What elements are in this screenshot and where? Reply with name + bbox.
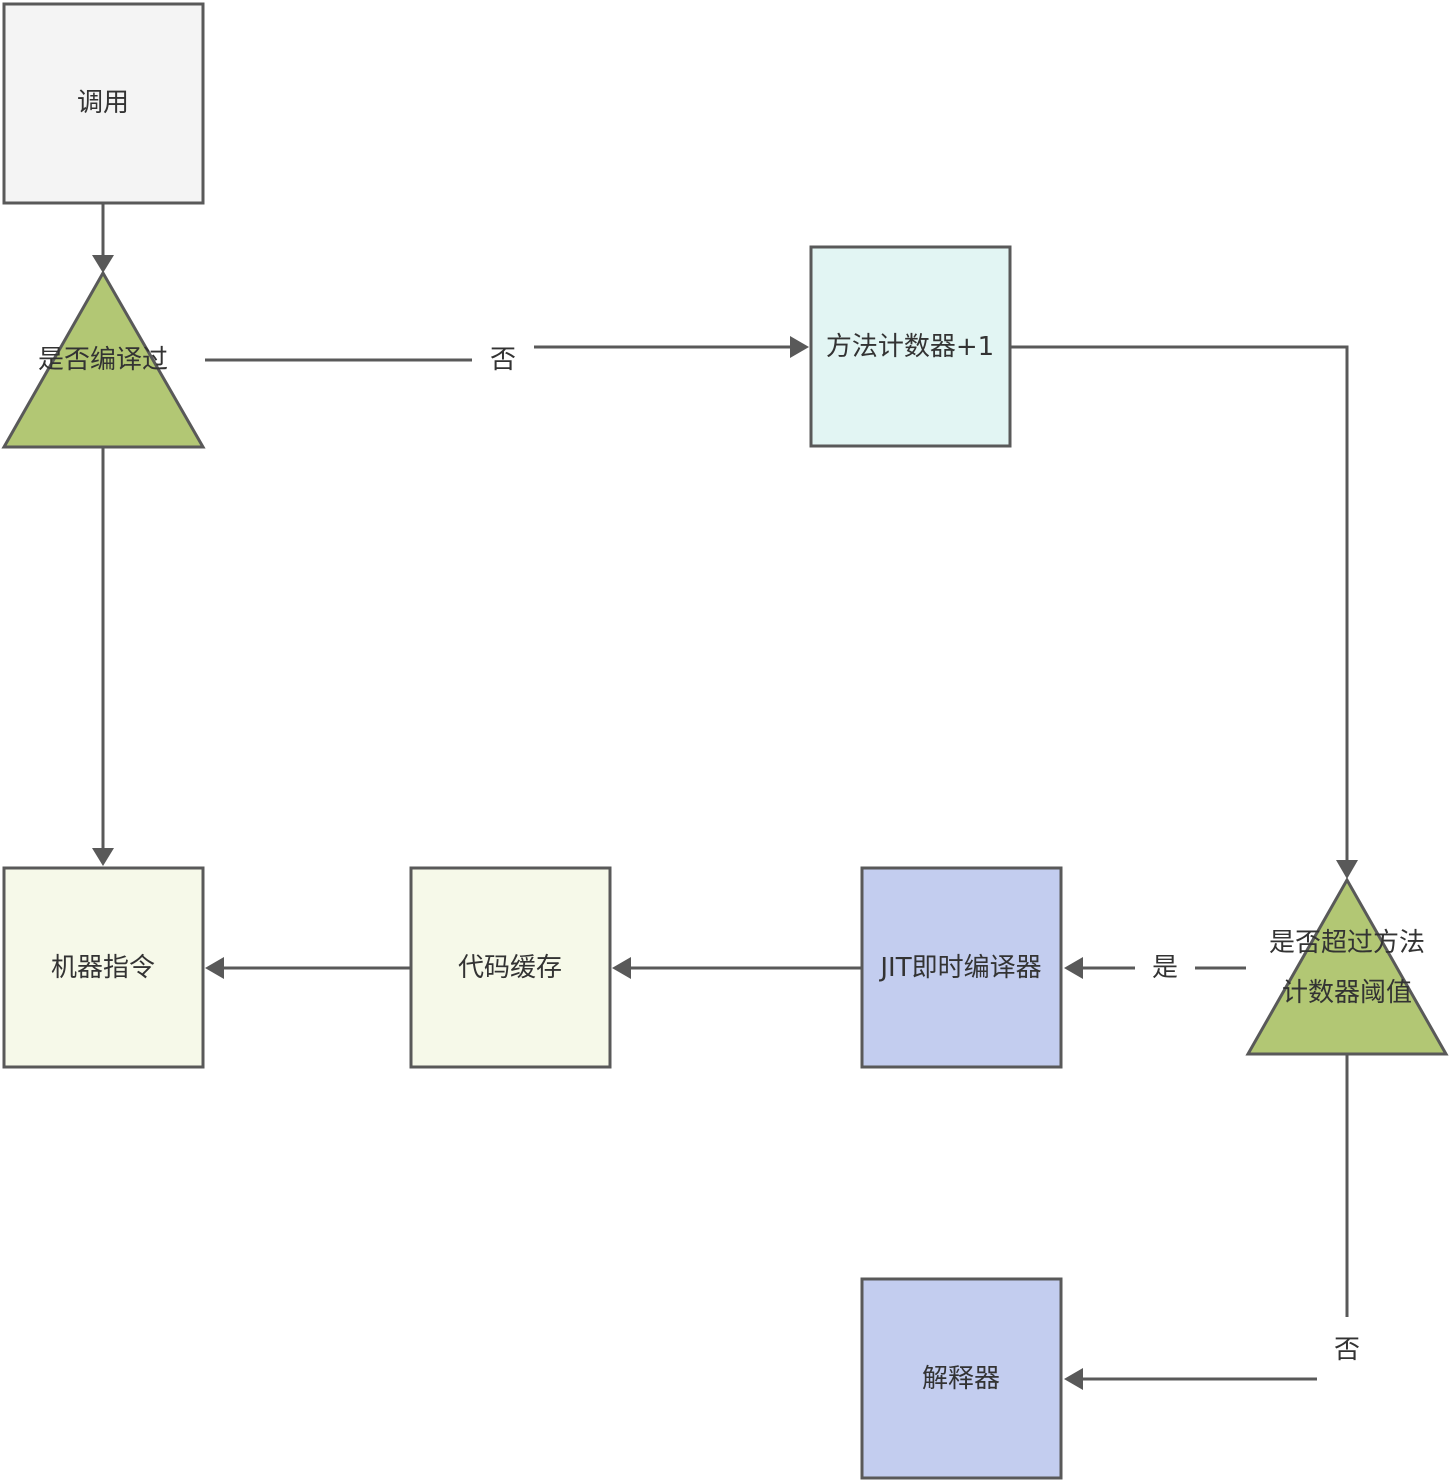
arrowhead-icon xyxy=(790,336,809,358)
node-machine-code[interactable]: 机器指令 xyxy=(2,866,205,1069)
edge-code-cache-to-machine-code xyxy=(205,957,410,979)
arrowhead-icon xyxy=(612,957,631,979)
node-interpreter[interactable]: 解释器 xyxy=(860,1277,1063,1480)
node-invoke-label: 调用 xyxy=(77,88,129,118)
arrowhead-icon xyxy=(92,255,114,273)
node-threshold-check-label-line2: 计数器阈值 xyxy=(1282,978,1412,1008)
node-threshold-check-label-line1: 是否超过方法 xyxy=(1269,928,1425,958)
edge-threshold-check-to-interpreter: 否 xyxy=(1064,1055,1360,1390)
edge-threshold-check-to-jit-compiler: 是 xyxy=(1064,953,1246,983)
edge-method-counter-to-threshold-check xyxy=(1011,345,1358,879)
edge-label-exceeds-threshold: 是 xyxy=(1152,953,1178,983)
node-jit-compiler[interactable]: JIT即时编译器 xyxy=(860,866,1063,1069)
arrowhead-icon xyxy=(1064,1368,1083,1390)
arrowhead-icon xyxy=(1336,860,1358,879)
arrowhead-icon xyxy=(92,848,114,866)
node-code-cache-label: 代码缓存 xyxy=(458,953,562,983)
edge-jit-compiler-to-code-cache xyxy=(612,957,861,979)
node-compiled-check[interactable]: 是否编译过 xyxy=(1,269,206,449)
arrowhead-icon xyxy=(1064,957,1083,979)
node-invoke[interactable]: 调用 xyxy=(2,2,205,205)
node-method-counter-label: 方法计数器+1 xyxy=(826,332,994,362)
node-code-cache[interactable]: 代码缓存 xyxy=(409,866,612,1069)
node-compiled-check-label: 是否编译过 xyxy=(38,345,168,375)
edge-compiled-check-to-machine-code xyxy=(92,448,114,866)
arrowhead-icon xyxy=(205,957,224,979)
node-jit-compiler-label: JIT即时编译器 xyxy=(878,953,1041,983)
edge-label-below-threshold: 否 xyxy=(1334,1335,1360,1365)
edge-label-not-compiled: 否 xyxy=(490,345,516,375)
node-interpreter-label: 解释器 xyxy=(922,1364,1000,1394)
edge-compiled-check-to-method-counter: 否 xyxy=(205,336,809,375)
node-method-counter[interactable]: 方法计数器+1 xyxy=(809,245,1012,448)
node-threshold-check[interactable]: 是否超过方法 计数器阈值 xyxy=(1245,876,1449,1056)
node-machine-code-label: 机器指令 xyxy=(51,953,155,983)
edge-invoke-to-compiled-check xyxy=(92,203,114,273)
